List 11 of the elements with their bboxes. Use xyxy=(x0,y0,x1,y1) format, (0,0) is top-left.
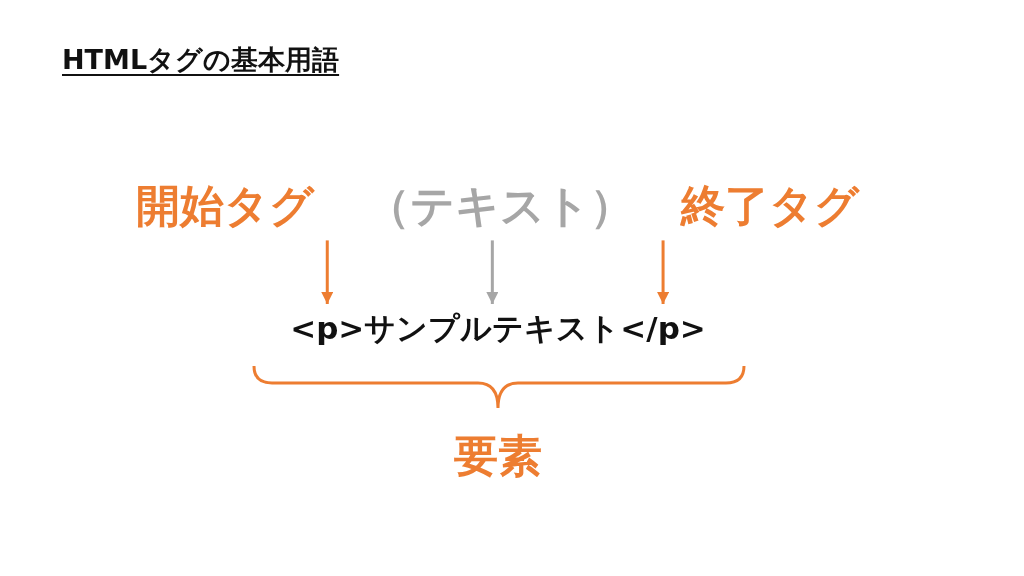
element-label: 要素 xyxy=(454,432,542,481)
term-label: 終了タグ xyxy=(681,182,859,231)
term-label: 開始タグ xyxy=(136,182,314,231)
title: HTMLタグの基本用語 xyxy=(62,43,340,77)
code-text: </p> xyxy=(620,310,706,348)
arrow xyxy=(321,240,334,304)
code-text: サンプルテキスト xyxy=(364,310,621,348)
arrow xyxy=(486,240,499,304)
arrow xyxy=(657,240,670,304)
code-text: <p> xyxy=(290,310,365,348)
term-label: （テキスト） xyxy=(366,182,634,231)
